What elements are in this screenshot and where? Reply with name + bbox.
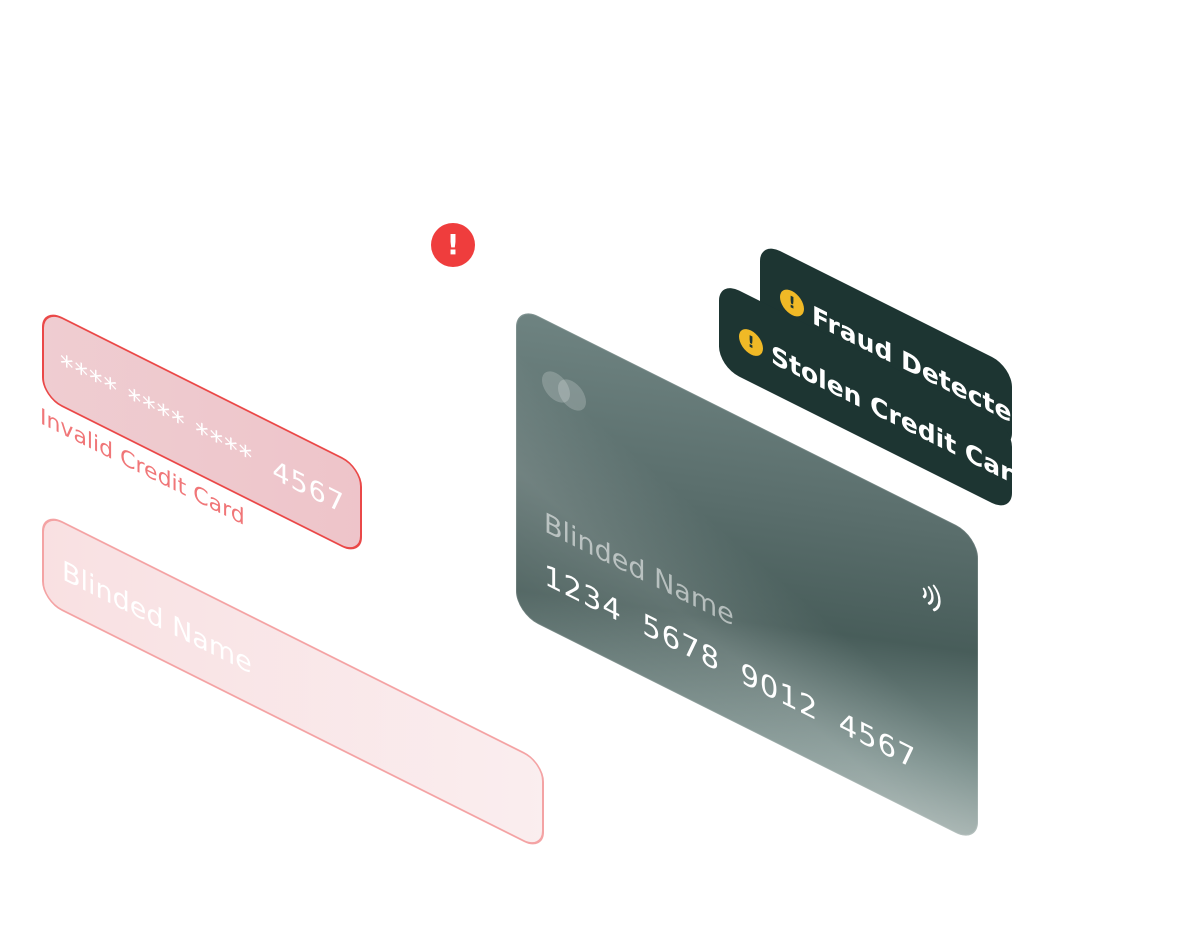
- warning-icon: !: [739, 324, 763, 361]
- alert-glyph: !: [446, 228, 460, 261]
- exclamation-icon: !: [431, 223, 475, 267]
- name-input[interactable]: [42, 511, 544, 852]
- contactless-icon: [922, 584, 941, 612]
- credit-card: Blinded Name 1234 5678 9012 4567: [516, 305, 978, 844]
